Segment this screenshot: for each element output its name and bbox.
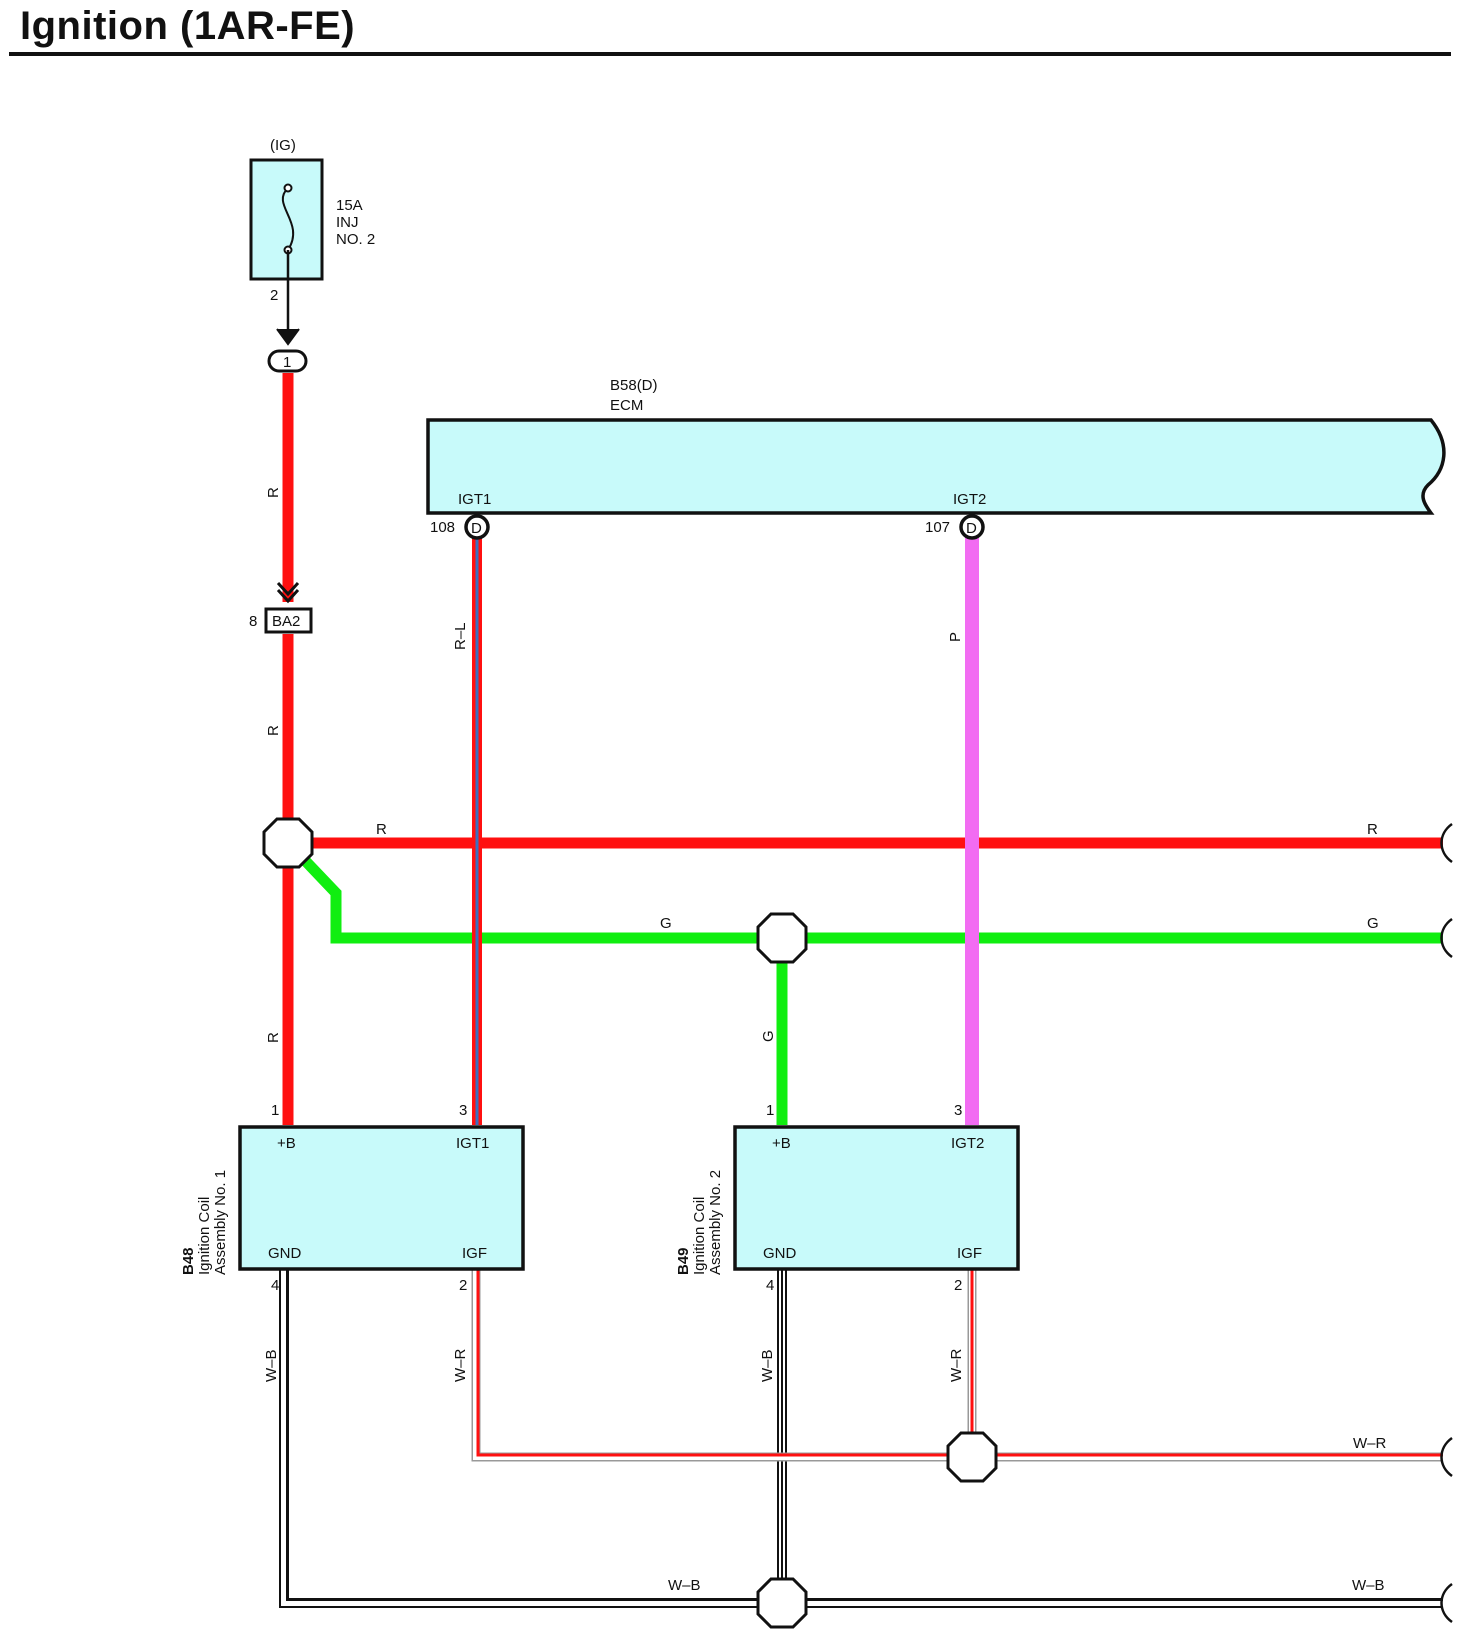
wire-label-w-b-4: W–B <box>1352 1577 1385 1594</box>
wire-label-g-1: G <box>660 915 672 932</box>
double-chevron-icon <box>276 581 300 597</box>
svg-text:D: D <box>471 520 482 537</box>
wire-label-g-3: G <box>760 1030 777 1042</box>
svg-text:BA2: BA2 <box>272 613 300 630</box>
wire-label-w-r-3: W–R <box>1353 1435 1387 1452</box>
wire-label-r-l: R–L <box>452 622 469 650</box>
ecm-block: B58(D) ECM IGT1 IGT2 <box>426 377 1446 515</box>
coil2-name-line2: Assembly No. 2 <box>707 1170 724 1275</box>
connector-ba2-pin: 8 <box>249 613 257 630</box>
ecm-pin-107-label: 107 <box>925 519 950 536</box>
wire-label-r-5: R <box>1367 821 1378 838</box>
wire-label-w-r-2: W–R <box>948 1349 965 1383</box>
svg-text:1: 1 <box>283 354 291 371</box>
ecm-pin-107: D 107 <box>925 514 985 540</box>
coil2-pin-plusb: 1 <box>766 1102 774 1119</box>
splice-w-r <box>946 1431 998 1483</box>
connector-ba2: BA2 8 <box>249 607 313 634</box>
coil1-code: B48 <box>180 1247 197 1275</box>
fuse-icon <box>281 187 295 251</box>
ecm-pin-108: D 108 <box>430 514 490 540</box>
coil1-pin-igf: 2 <box>459 1277 467 1294</box>
fuse-name-line2: NO. 2 <box>336 231 375 248</box>
ecm-pin-108-label: 108 <box>430 519 455 536</box>
wire-label-p: P <box>947 632 964 642</box>
coil1-pin-gnd: 4 <box>271 1277 279 1294</box>
wire-label-r-3: R <box>265 1032 282 1043</box>
ecm-name: ECM <box>610 397 643 414</box>
coil2-igt-label: IGT2 <box>951 1135 984 1152</box>
coil2-pin-igf: 2 <box>954 1277 962 1294</box>
fuse-inj-no2: (IG) 15A INJ NO. 2 2 <box>249 137 375 304</box>
coil2-igf-label: IGF <box>957 1245 982 1262</box>
splice-r <box>262 817 314 869</box>
coil1-igt-label: IGT1 <box>456 1135 489 1152</box>
coil1-pin-plusb: 1 <box>271 1102 279 1119</box>
continuation-brackets <box>1440 822 1453 1624</box>
ecm-code: B58(D) <box>610 377 658 394</box>
coil1-gnd-label: GND <box>268 1245 302 1262</box>
coil2-pin-gnd: 4 <box>766 1277 774 1294</box>
fuse-pin: 2 <box>270 287 278 304</box>
coil2-gnd-label: GND <box>763 1245 797 1262</box>
wire-label-w-b-2: W–B <box>759 1349 776 1382</box>
wire-label-r-4: R <box>376 821 387 838</box>
coil1-igf-label: IGF <box>462 1245 487 1262</box>
wire-w-b-1 <box>279 1267 1443 1608</box>
splice-w-b <box>756 1577 808 1629</box>
wire-g-horizontal <box>292 847 1443 944</box>
wire-label-g-2: G <box>1367 915 1379 932</box>
page-title: Ignition (1AR-FE) <box>20 4 356 48</box>
coil1-plusb-label: +B <box>277 1135 296 1152</box>
coil2-pin-igt: 3 <box>954 1102 962 1119</box>
arrow-down-icon <box>276 328 300 346</box>
ignition-coil-1: +B IGT1 GND IGF 1 3 4 2 B48 Ignition Coi… <box>180 1102 525 1294</box>
connector-1: 1 <box>267 349 308 373</box>
wire-label-w-r-1: W–R <box>452 1349 469 1383</box>
fuse-circuit-label: (IG) <box>270 137 296 154</box>
fuse-box <box>249 158 324 281</box>
ecm-igt1-label: IGT1 <box>458 491 491 508</box>
wire-label-w-b-1: W–B <box>263 1349 280 1382</box>
wire-label-r-1: R <box>265 487 282 498</box>
coil2-code: B49 <box>675 1247 692 1275</box>
wire-label-r-2: R <box>265 725 282 736</box>
coil2-name-line1: Ignition Coil <box>691 1197 708 1275</box>
fuse-name-line1: INJ <box>336 214 359 231</box>
splice-g <box>756 912 808 964</box>
ecm-igt2-label: IGT2 <box>953 491 986 508</box>
coil1-pin-igt: 3 <box>459 1102 467 1119</box>
wire-label-w-b-3: W–B <box>668 1577 701 1594</box>
coil1-name-line1: Ignition Coil <box>196 1197 213 1275</box>
ignition-coil-2: +B IGT2 GND IGF 1 3 4 2 B49 Ignition Coi… <box>675 1102 1020 1294</box>
coil1-name-line2: Assembly No. 1 <box>212 1170 229 1275</box>
title-rule <box>9 52 1451 56</box>
svg-text:D: D <box>966 520 977 537</box>
coil2-plusb-label: +B <box>772 1135 791 1152</box>
fuse-rating: 15A <box>336 197 363 214</box>
